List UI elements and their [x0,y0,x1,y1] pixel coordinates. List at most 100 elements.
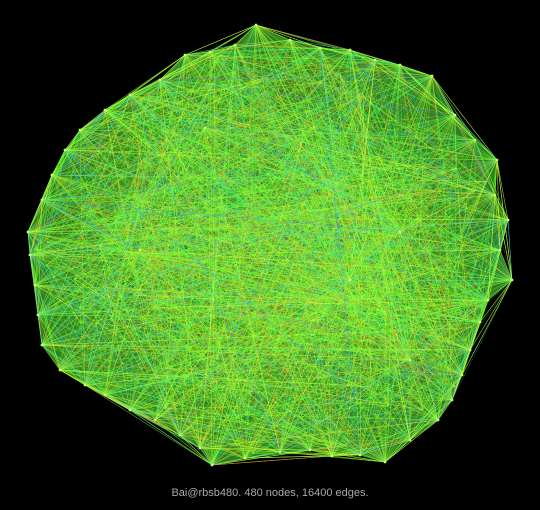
graph-edge [382,75,433,268]
graph-edge [159,79,341,151]
graph-edge [392,283,395,342]
graph-edge [64,130,368,151]
graph-edge [99,127,206,246]
graph-edge [179,356,445,436]
graph-edge [205,333,211,366]
graph-edge [320,75,433,133]
graph-edge [94,129,162,290]
graph-edge [37,75,433,316]
graph-edge [34,24,257,250]
graph-edge [41,327,473,346]
graph-edge [474,139,509,221]
graph-edge [107,190,476,280]
graph-edge [27,231,311,451]
graph-edge [208,218,213,466]
graph-edge [214,60,268,124]
graph-edge [129,238,218,411]
graph-node [36,313,40,317]
graph-edge [206,202,306,352]
graph-edge [107,111,260,299]
graph-edge [59,176,192,371]
graph-edge [320,147,392,169]
graph-edge [57,321,481,367]
graph-edge [159,54,186,81]
graph-node [460,373,464,377]
graph-edge [391,167,434,192]
graph-edge [41,254,132,346]
graph-edge [199,350,404,449]
graph-edge [84,98,142,386]
graph-edge [437,139,476,421]
graph-edge [37,279,351,316]
graph-edge [37,249,141,316]
graph-edge [114,24,257,223]
graph-node [348,278,352,282]
graph-edge [41,47,321,201]
graph-edge [362,223,399,299]
graph-edge [163,82,304,205]
graph-edge [153,307,389,407]
graph-edge [253,317,372,387]
graph-edge [331,184,334,457]
graph-edge [309,449,361,456]
graph-edge [368,181,489,301]
graph-edge [163,82,249,204]
graph-edge [319,47,369,132]
graph-edge [34,157,371,250]
graph-edge [79,307,86,386]
graph-edge [212,64,401,84]
graph-edge [318,169,357,211]
graph-edge [161,123,268,130]
graph-edge [79,307,86,386]
graph-edge [483,279,513,307]
graph-edge [220,54,386,463]
graph-edge [148,130,368,147]
graph-edge [277,276,344,341]
graph-edge [84,109,106,386]
graph-edge [154,301,255,443]
graph-edge [29,44,236,256]
graph-edge [79,321,331,448]
graph-edge [129,94,281,453]
graph-node [203,126,207,130]
graph-edge [64,94,131,151]
graph-edge [154,24,257,421]
graph-edge [104,109,439,421]
graph-edge [45,265,80,308]
graph-edge [234,24,257,46]
graph-edge [107,94,131,280]
graph-edge [136,54,221,217]
graph-edge [357,230,501,251]
graph-edge [27,199,141,233]
graph-edge [348,159,498,194]
graph-edge [216,191,434,360]
graph-edge [286,134,360,300]
graph-edge [107,249,141,280]
graph-edge [419,114,456,221]
graph-edge [494,194,501,251]
graph-edge [319,47,509,221]
graph-edge [395,114,456,368]
graph-edge [455,249,501,330]
graph-edge [289,39,376,61]
graph-edge [57,130,369,366]
graph-edge [206,194,496,352]
graph-edge [139,249,238,419]
graph-edge [246,386,456,416]
graph-node [373,58,377,62]
graph-edge [165,238,218,409]
graph-edge [326,231,401,378]
graph-edge [154,301,255,443]
graph-edge [153,193,349,308]
graph-edge [367,130,399,224]
graph-edge [382,212,388,311]
graph-edge [104,348,274,396]
graph-edge [248,203,386,463]
graph-node [398,63,402,67]
graph-edge [179,59,376,436]
graph-edge [349,49,386,463]
graph-edge [79,307,411,441]
graph-edge [399,64,445,172]
graph-edge [94,24,257,290]
graph-edge [329,303,411,441]
